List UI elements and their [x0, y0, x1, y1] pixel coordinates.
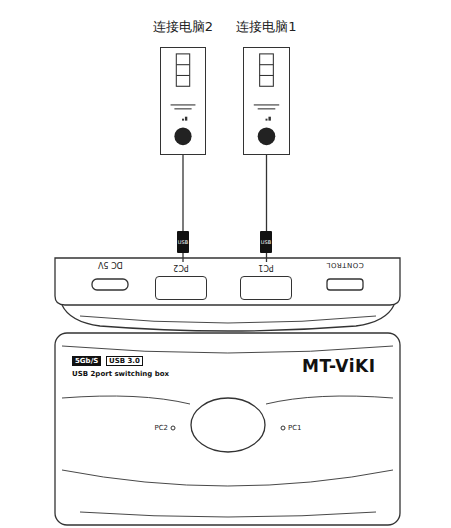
usb-port: PC1: [240, 262, 292, 300]
usb-plug: USB: [177, 231, 189, 253]
pc-tower-detail: [161, 48, 205, 154]
computer-label: 连接电脑2: [153, 18, 213, 36]
product-name: USB 2port switching box: [72, 370, 169, 378]
speed-badge: 5Gb/S: [72, 356, 101, 366]
port-socket: [240, 276, 292, 300]
pc-tower: 连接电脑1: [243, 47, 290, 155]
pc-tower-detail: [244, 48, 289, 154]
usb-port: PC2: [155, 262, 207, 300]
led-label: PC2: [154, 424, 168, 432]
port-label: PC2: [173, 262, 189, 272]
port-label: DC 5V: [98, 260, 123, 269]
usb-badge: USB 3.0: [106, 356, 143, 366]
brand-logo: MT-ViKI: [302, 357, 376, 377]
pc-tower: 连接电脑2: [160, 47, 206, 155]
port-label: CONTROL: [326, 261, 364, 269]
port-label: PC1: [258, 262, 274, 272]
led-label: PC1: [288, 424, 302, 432]
usb-plug: USB: [260, 231, 272, 253]
computer-label: 连接电脑1: [236, 18, 296, 36]
port-socket: [155, 276, 207, 300]
